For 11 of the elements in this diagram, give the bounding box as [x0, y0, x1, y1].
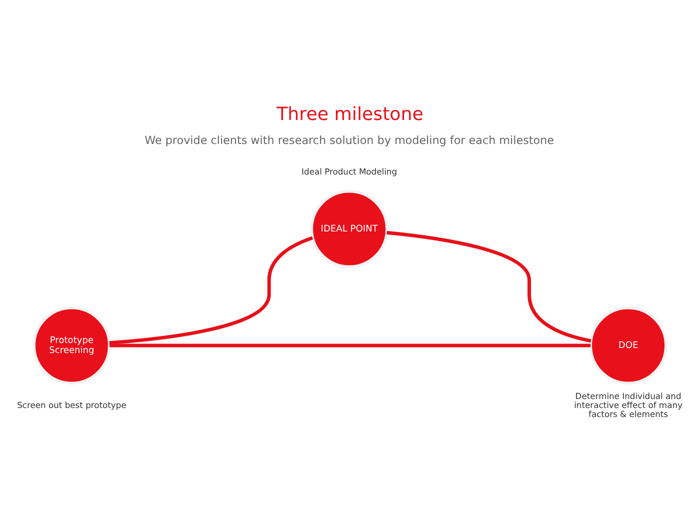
node-circle: IDEAL POINT — [310, 190, 388, 268]
node-label: Determine Individual and interactive effect of many factors & elements — [574, 390, 682, 420]
connector — [110, 344, 591, 348]
node-circle: DOE — [589, 306, 668, 385]
diagram-title: Three milestone — [276, 104, 424, 126]
node-circle: Prototype Screening — [32, 306, 111, 385]
connector — [109, 236, 314, 345]
label: We provide clients with research solution by modeling for each milestone — [144, 134, 554, 147]
connector — [386, 230, 592, 343]
node-label: Ideal Product Modeling — [302, 166, 398, 177]
node-label: Screen out best prototype — [17, 400, 126, 410]
